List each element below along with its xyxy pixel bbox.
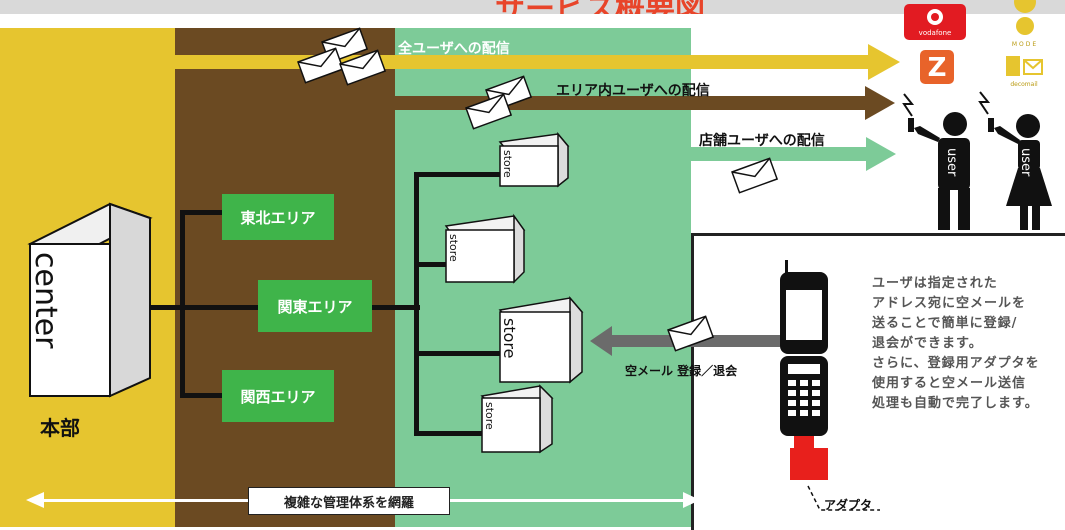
connector-area-trunk [180,210,185,398]
hq-name: 本部 [40,416,80,440]
adapter-label: アダプタ [824,498,873,512]
label-store-users: 店舗ユーザへの配信 [699,133,825,149]
arrow-store-users [691,137,896,171]
registration-panel [691,233,1065,530]
user-label: user [1018,148,1033,177]
svg-text:Z: Z [928,53,947,83]
label-all-users: 全ユーザへの配信 [398,41,510,57]
empty-mail-label: 空メール 登録／退会 [625,364,738,378]
registration-description: ユーザは指定された アドレス宛に空メールを 送ることで簡単に登録/ 退会ができま… [872,274,1040,414]
signal-icon [902,93,915,117]
area-box-kansai: 関西エリア [222,370,334,422]
imode-logo: MODE [1012,0,1038,48]
description-line: 使用すると空メール送信 [872,376,1027,391]
connector-tohoku [180,210,222,215]
area-zone [175,28,395,527]
adapter-icon [790,448,828,480]
connector-store-3 [414,351,504,356]
area-box-kanto: 関東エリア [258,280,372,332]
svg-text:vodafone: vodafone [919,29,952,37]
envelope-icon [297,27,779,352]
description-line: 処理も自動で完了します。 [872,396,1039,411]
store-label: store [483,402,496,430]
store-label: store [500,318,519,358]
store-box [498,131,570,188]
arrow-all-users [0,44,900,80]
store-label: store [447,234,460,262]
store-box [480,384,554,454]
ezweb-logo: Z [920,50,954,84]
connector-store-1 [414,172,504,177]
svg-text:MODE: MODE [1012,41,1038,48]
connector-store-4 [414,431,486,436]
store-label: store [501,150,514,178]
description-line: アドレス宛に空メールを [872,296,1027,311]
vodafone-logo: vodafone [904,4,966,40]
user-male-icon [908,112,970,230]
description-line: ユーザは指定された [872,276,998,291]
header-bar: サービス概要図 [0,0,1065,14]
store-box [444,213,526,284]
decomail-logo: decomail [1002,52,1046,88]
label-area-users: エリア内ユーザへの配信 [556,83,710,99]
store-box [498,295,584,384]
hq-center-label: center [28,252,63,349]
signal-icon [978,91,991,115]
connector-store-trunk [414,172,419,436]
arrow-area-users [175,86,895,120]
connector-kanto-stores [372,305,420,310]
connector-hq-kanto [130,305,260,310]
adapter-pointer [807,485,880,511]
area-box-tohoku: 東北エリア [222,194,334,240]
mobile-phone-icon [780,260,828,448]
user-label: user [944,148,959,177]
connector-kansai [180,393,222,398]
hq-building [27,202,153,398]
page-title: サービス概要図 [420,0,780,14]
scope-label: 複雑な管理体系を網羅 [248,487,450,515]
user-female-icon [988,114,1052,230]
svg-text:decomail: decomail [1010,81,1038,88]
description-line: 退会ができます。 [872,336,983,351]
description-line: さらに、登録用アダプタを [872,356,1040,371]
description-line: 送ることで簡単に登録/ [872,316,1018,331]
connector-store-2 [414,262,450,267]
